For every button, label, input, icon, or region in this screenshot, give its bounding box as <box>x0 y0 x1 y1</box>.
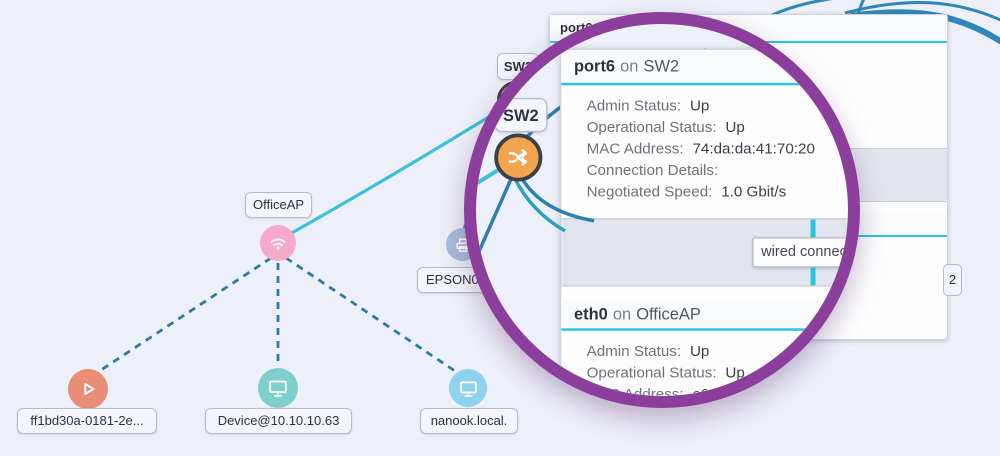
desktop-icon <box>458 378 479 399</box>
magnifier-ring <box>464 12 860 408</box>
node-label-epson[interactable]: EPSON08 <box>476 368 495 396</box>
node-label-device[interactable]: Device@10.10.10.63 <box>205 408 352 434</box>
node-label-officeap[interactable]: OfficeAP <box>245 192 312 218</box>
node-device[interactable] <box>258 368 298 408</box>
wireless-link-media[interactable] <box>97 256 272 374</box>
edge-officeap-sw2[interactable] <box>280 100 514 241</box>
desktop-icon <box>267 377 289 399</box>
node-label-nanook[interactable]: nanook.local. <box>420 408 518 434</box>
node-label-media[interactable]: ff1bd30a-0181-2e... <box>17 408 157 434</box>
edge-bundle-3[interactable] <box>844 1 1000 22</box>
play-icon <box>77 378 99 400</box>
edge-bundle-1[interactable] <box>771 0 842 17</box>
wifi-icon <box>267 232 289 254</box>
link-count-badge: 2 <box>943 264 962 296</box>
node-media[interactable] <box>68 369 108 409</box>
node-officeap[interactable] <box>260 225 296 261</box>
wireless-link-nanook[interactable] <box>285 256 456 373</box>
